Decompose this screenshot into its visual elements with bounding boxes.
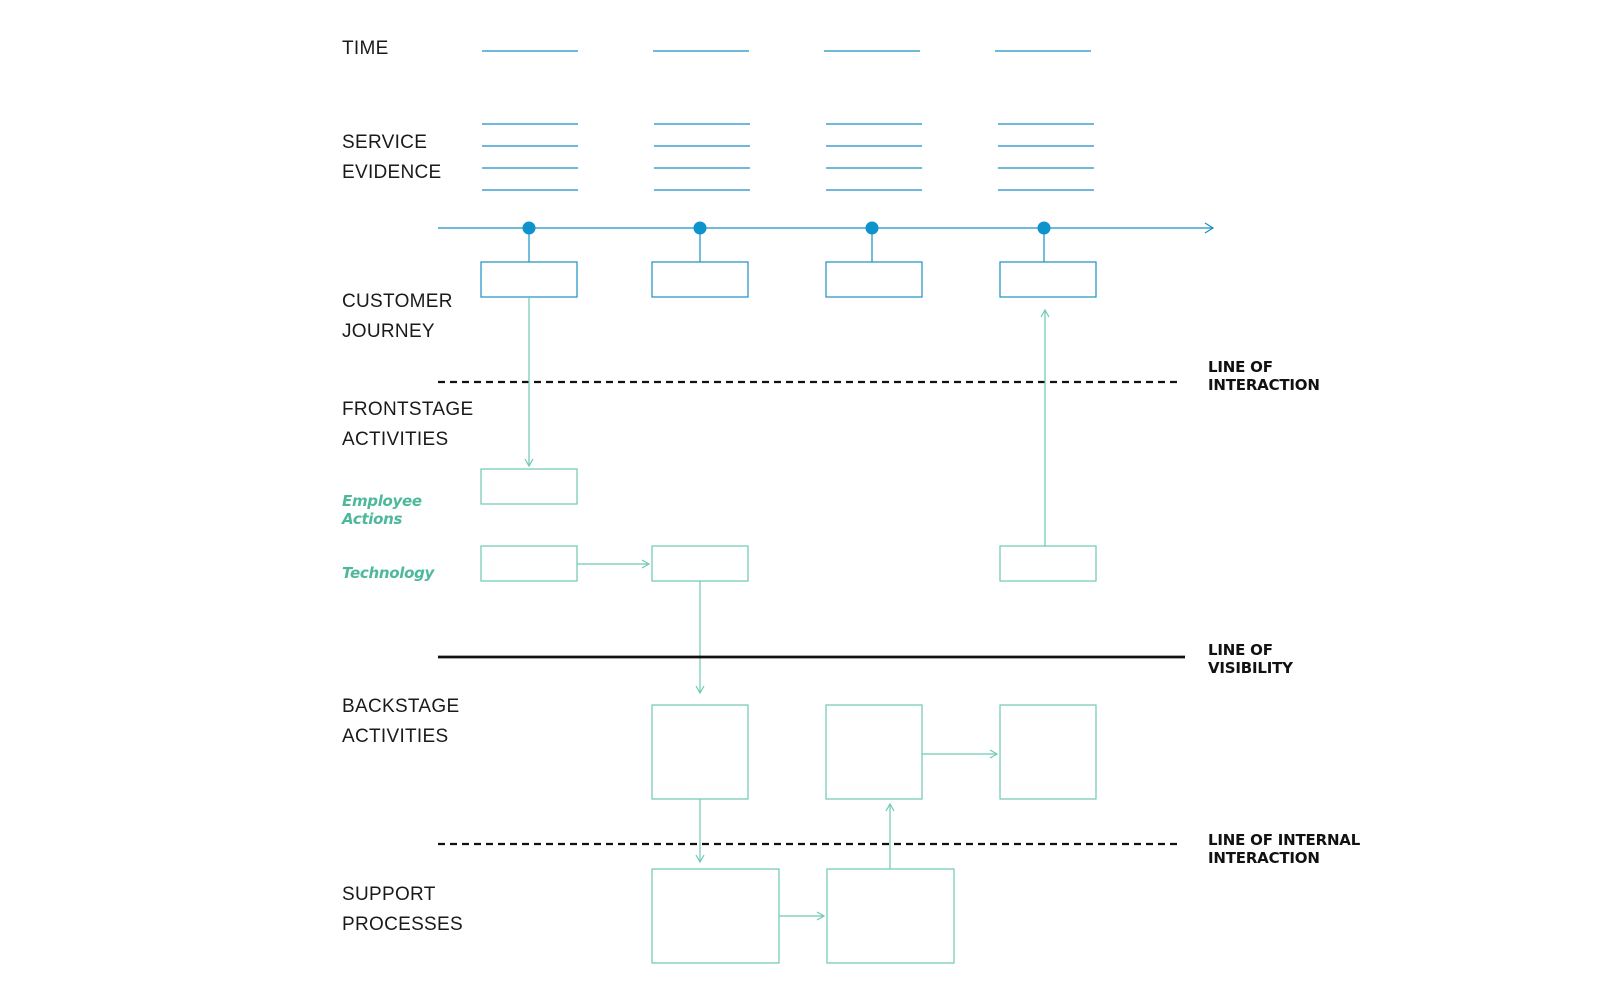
touchpoint-dot (1037, 221, 1051, 235)
row-label-line: JOURNEY (342, 321, 435, 342)
row-label-line: ACTIVITIES (342, 726, 449, 747)
line-label-text: LINE OF (1208, 358, 1273, 376)
label-line-of-internal-interaction: LINE OF INTERNAL INTERACTION (1208, 831, 1360, 867)
row-label-line: SERVICE (342, 132, 428, 153)
touchpoint-dot (865, 221, 879, 235)
sub-label-technology: Technology (342, 564, 434, 582)
line-label-text: INTERACTION (1208, 849, 1320, 867)
row-label-line: EVIDENCE (342, 162, 442, 183)
backstage-box (999, 704, 1097, 800)
row-label-support-processes: SUPPORT PROCESSES (342, 880, 463, 940)
employee-action-box (480, 468, 578, 505)
customer-journey-box (651, 261, 749, 298)
support-box (651, 868, 780, 964)
sub-label-line: Actions (342, 510, 403, 528)
row-label-customer-journey: CUSTOMER JOURNEY (342, 287, 453, 347)
row-label-line: ACTIVITIES (342, 429, 449, 450)
row-label-line: CUSTOMER (342, 291, 453, 312)
customer-journey-box (999, 261, 1097, 298)
row-label-time: TIME (342, 34, 389, 64)
sub-label-employee-actions: Employee Actions (342, 492, 422, 528)
touchpoint-dot (522, 221, 536, 235)
row-label-line: PROCESSES (342, 914, 463, 935)
row-label-line: TIME (342, 38, 389, 59)
row-label-frontstage-activities: FRONTSTAGE ACTIVITIES (342, 395, 473, 455)
frontstage-boxes (480, 468, 1097, 582)
backstage-box (825, 704, 923, 800)
technology-box (999, 545, 1097, 582)
row-label-service-evidence: SERVICE EVIDENCE (342, 128, 442, 188)
backstage-boxes (651, 704, 1097, 800)
row-label-line: BACKSTAGE (342, 696, 460, 717)
customer-journey-boxes (480, 261, 1097, 298)
row-label-backstage-activities: BACKSTAGE ACTIVITIES (342, 692, 459, 752)
timeline-touchpoints (522, 221, 1051, 262)
sub-label-line: Technology (342, 564, 434, 582)
technology-box (480, 545, 578, 582)
touchpoint-dot (693, 221, 707, 235)
service-evidence-lines (482, 123, 1094, 191)
label-line-of-interaction: LINE OF INTERACTION (1208, 358, 1320, 394)
support-box (826, 868, 955, 964)
customer-journey-box (480, 261, 578, 298)
line-label-text: VISIBILITY (1208, 659, 1293, 677)
line-label-text: LINE OF (1208, 641, 1273, 659)
row-label-line: FRONTSTAGE (342, 399, 474, 420)
backstage-box (651, 704, 749, 800)
label-line-of-visibility: LINE OF VISIBILITY (1208, 641, 1293, 677)
technology-box (651, 545, 749, 582)
line-label-text: LINE OF INTERNAL (1208, 831, 1361, 849)
line-label-text: INTERACTION (1208, 376, 1320, 394)
sub-label-line: Employee (342, 492, 422, 510)
customer-journey-box (825, 261, 923, 298)
row-label-line: SUPPORT (342, 884, 436, 905)
